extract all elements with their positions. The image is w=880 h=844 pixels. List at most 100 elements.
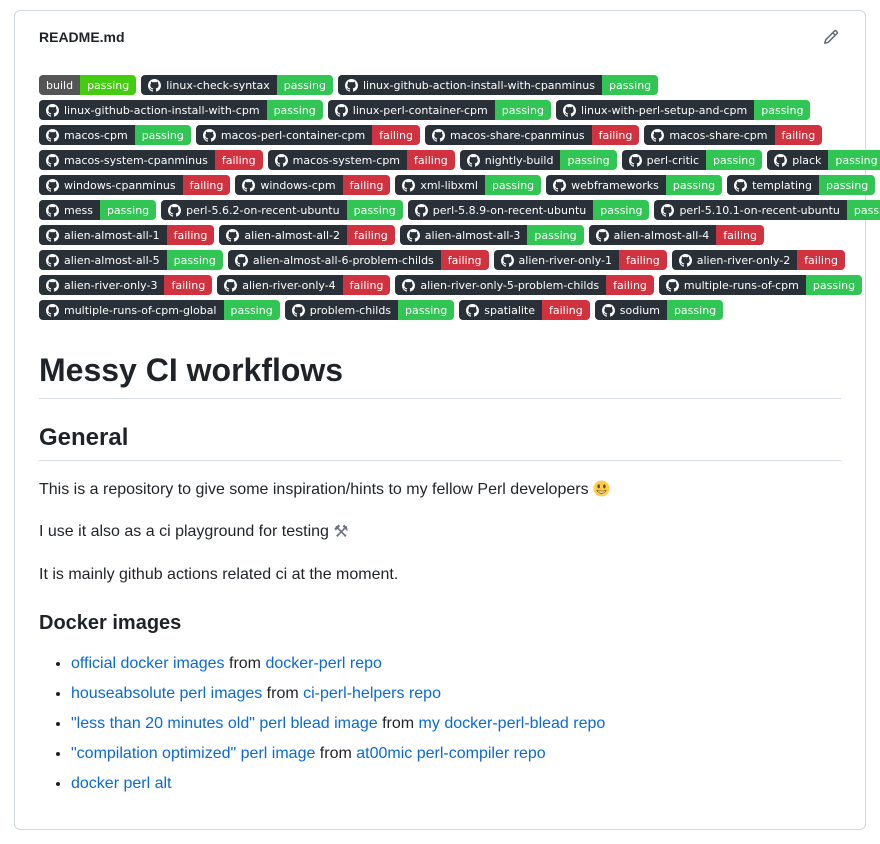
github-icon bbox=[46, 128, 59, 142]
badge-label: problem-childs bbox=[284, 300, 399, 320]
list-text: from bbox=[315, 744, 357, 762]
badge-label: alien-almost-all-1 bbox=[39, 225, 167, 245]
list-item: houseabsolute perl images from ci-perl-h… bbox=[71, 682, 841, 707]
edit-button[interactable] bbox=[821, 27, 841, 47]
github-icon bbox=[628, 153, 642, 167]
badge-label: alien-river-only-1 bbox=[493, 250, 619, 270]
github-icon bbox=[406, 228, 420, 242]
github-icon bbox=[402, 278, 416, 292]
badge-label: alien-almost-all-6-problem-childs bbox=[227, 250, 441, 270]
docker-link[interactable]: official docker images bbox=[71, 655, 225, 673]
badge-label: mess bbox=[39, 200, 100, 220]
badge-label: alien-river-only-5-problem-childs bbox=[395, 275, 607, 295]
github-icon bbox=[291, 303, 305, 317]
badge-label: sodium bbox=[594, 300, 667, 320]
docker-link[interactable]: my docker-perl-blead repo bbox=[418, 714, 606, 732]
badge-status: failing bbox=[407, 150, 455, 170]
badge-status: passing bbox=[601, 75, 659, 95]
docker-link[interactable]: docker perl alt bbox=[71, 774, 172, 792]
badge-label: linux-with-perl-setup-and-cpm bbox=[555, 100, 755, 120]
badge-status: failing bbox=[182, 175, 231, 195]
badge-status: passing bbox=[828, 150, 880, 170]
badge-label: alien-river-only-4 bbox=[217, 275, 343, 295]
badge-status: failing bbox=[797, 250, 845, 270]
badge-label: templating bbox=[727, 175, 819, 195]
github-icon bbox=[46, 303, 59, 317]
badge-label: alien-almost-all-4 bbox=[588, 225, 717, 245]
docker-link[interactable]: docker-perl repo bbox=[265, 655, 382, 673]
github-icon bbox=[402, 178, 416, 192]
badge-status: failing bbox=[542, 300, 590, 320]
badge-status: passing bbox=[134, 125, 191, 145]
list-item: "less than 20 minutes old" perl blead im… bbox=[71, 712, 841, 737]
github-icon bbox=[46, 278, 59, 292]
docker-link[interactable]: at00mic perl-compiler repo bbox=[356, 744, 546, 762]
github-icon bbox=[500, 253, 514, 267]
docker-link[interactable]: houseabsolute perl images bbox=[71, 685, 263, 703]
github-icon bbox=[274, 153, 288, 167]
badge-status: passing bbox=[276, 75, 333, 95]
github-icon bbox=[46, 203, 59, 217]
badge-label: linux-github-action-install-with-cpm bbox=[39, 100, 267, 120]
badge-status: failing bbox=[618, 250, 667, 270]
badge-label: macos-system-cpm bbox=[267, 150, 408, 170]
github-icon bbox=[344, 78, 358, 92]
badge-status: passing bbox=[398, 300, 455, 320]
badge-status: failing bbox=[440, 250, 489, 270]
github-icon bbox=[226, 228, 240, 242]
badge-label: nightly-build bbox=[459, 150, 561, 170]
docker-link[interactable]: ci-perl-helpers repo bbox=[303, 685, 441, 703]
docker-link[interactable]: "less than 20 minutes old" perl blead im… bbox=[71, 714, 378, 732]
badge-status: failing bbox=[166, 225, 215, 245]
ci-badge-linux-github-action-install-with-cpanminus[interactable]: linux-github-action-install-with-cpanmin… bbox=[337, 75, 659, 95]
github-icon bbox=[46, 253, 59, 267]
docker-link[interactable]: "compilation optimized" perl image bbox=[71, 744, 316, 762]
badge-label: macos-share-cpanminus bbox=[425, 125, 592, 145]
docker-images-list: official docker images from docker-perl … bbox=[39, 652, 841, 796]
